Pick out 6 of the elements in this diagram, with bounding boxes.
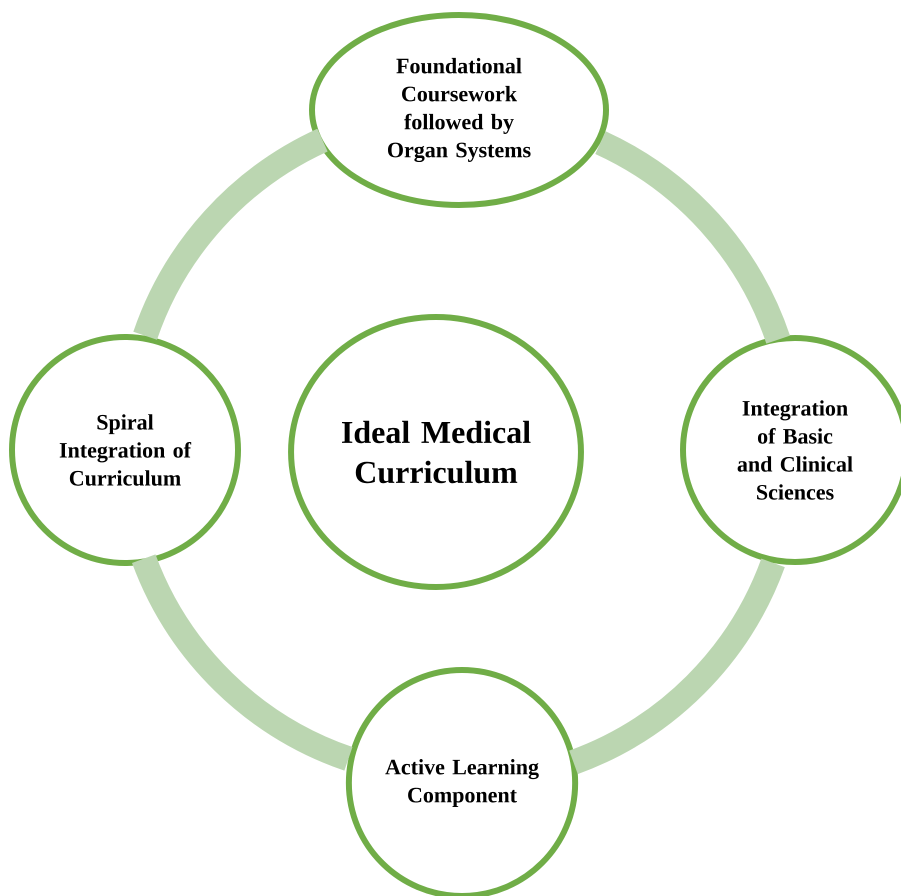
circle-node: Spiral Integration of Curriculum [9,334,241,566]
ring-segment [132,554,353,771]
ellipse-node: Foundational Coursework followed by Organ Systems [309,12,609,208]
ring-segment [568,558,785,774]
ring-segment [133,128,328,340]
ring-segment [594,131,790,344]
